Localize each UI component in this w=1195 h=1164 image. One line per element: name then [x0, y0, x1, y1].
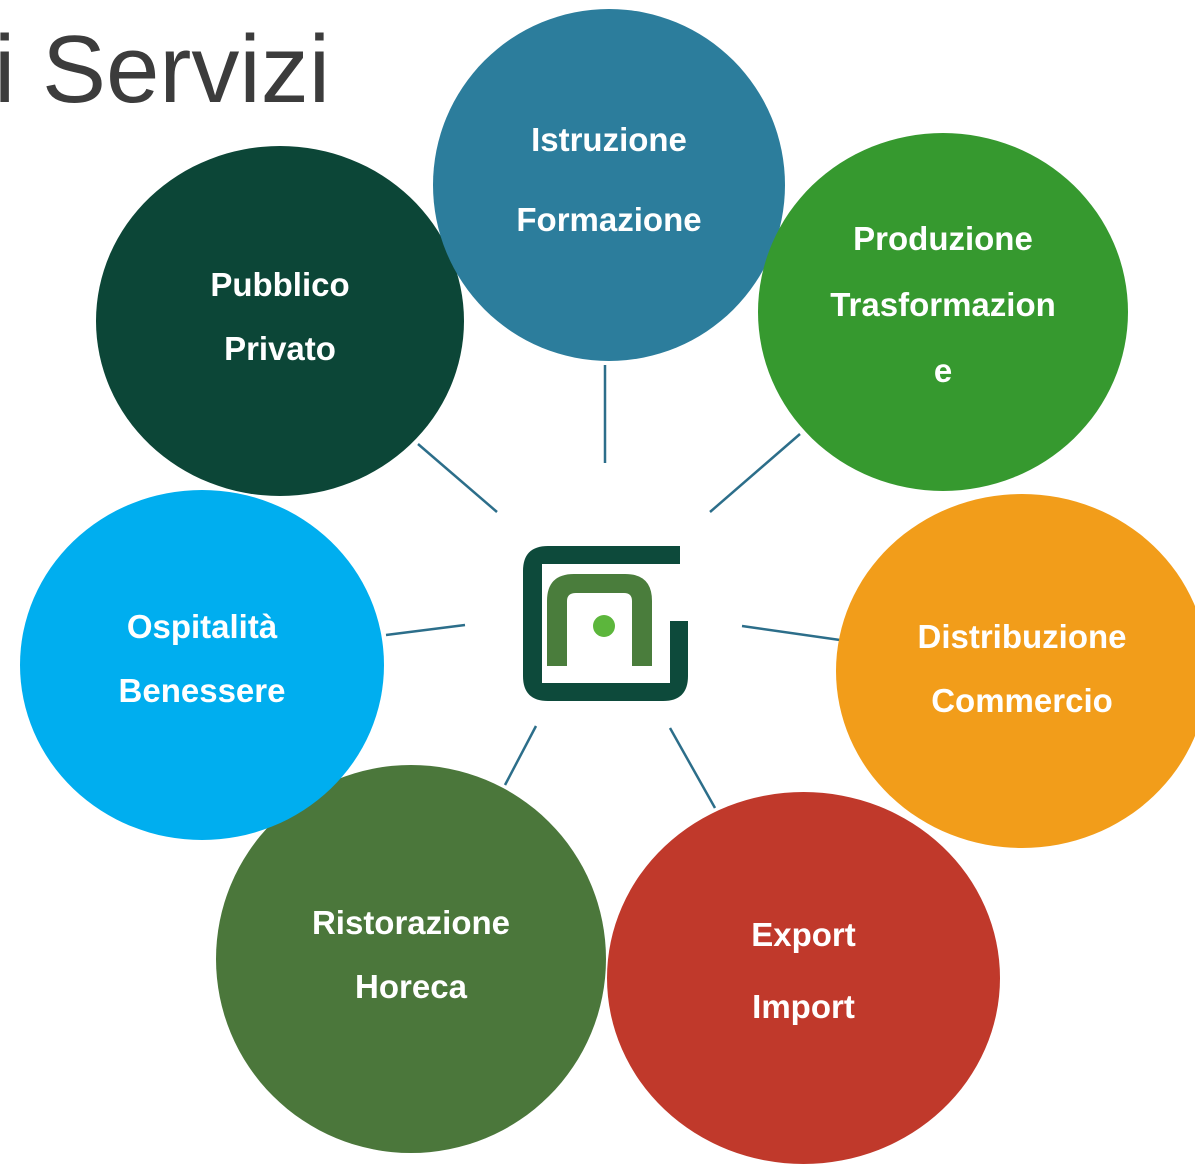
node-ristorazione-horeca: Ristorazione Horeca [216, 765, 606, 1153]
node-distribuzione-commercio: Distribuzione Commercio [836, 494, 1195, 848]
node-pubblico-line2: Privato [224, 330, 336, 367]
node-ristorazione-line2: Horeca [355, 968, 467, 1005]
node-ospitalita-line1: Ospitalità [126, 608, 278, 645]
node-istruzione-line1: Istruzione [531, 121, 687, 158]
connector-ospitalita [385, 623, 466, 637]
logo-outer-bracket [523, 546, 688, 701]
node-distribuzione-line1: Distribuzione [917, 618, 1127, 655]
node-pubblico-line1: Pubblico [210, 266, 350, 303]
node-istruzione-formazione: Istruzione Formazione [433, 9, 785, 361]
node-produzione-line2: Trasformazion [830, 286, 1056, 323]
node-produzione-trasformazione: Produzione Trasformazion e [758, 133, 1128, 491]
center-logo-icon [523, 546, 688, 701]
node-pubblico-privato: Pubblico Privato [96, 146, 464, 496]
page-title: i Servizi [0, 16, 331, 123]
logo-inner-arch [547, 574, 652, 666]
node-produzione-line3: e [933, 352, 953, 389]
connector-ristorazione [503, 725, 538, 786]
connector-distribuzione [741, 624, 841, 642]
node-export-import: Export Import [607, 792, 1000, 1164]
node-ospitalita-line2: Benessere [118, 672, 286, 709]
node-istruzione-line2: Formazione [516, 201, 702, 238]
logo-dot [593, 615, 615, 637]
node-distribuzione-line2: Commercio [931, 682, 1113, 719]
node-export-line1: Export [751, 916, 856, 953]
node-export-line2: Import [752, 988, 855, 1025]
connector-export [668, 727, 717, 809]
connector-produzione [709, 433, 801, 513]
node-ristorazione-line1: Ristorazione [311, 904, 511, 941]
node-ospitalita-benessere: Ospitalità Benessere [20, 490, 384, 840]
node-produzione-line1: Produzione [853, 220, 1033, 257]
connector-pubblico [417, 443, 498, 513]
